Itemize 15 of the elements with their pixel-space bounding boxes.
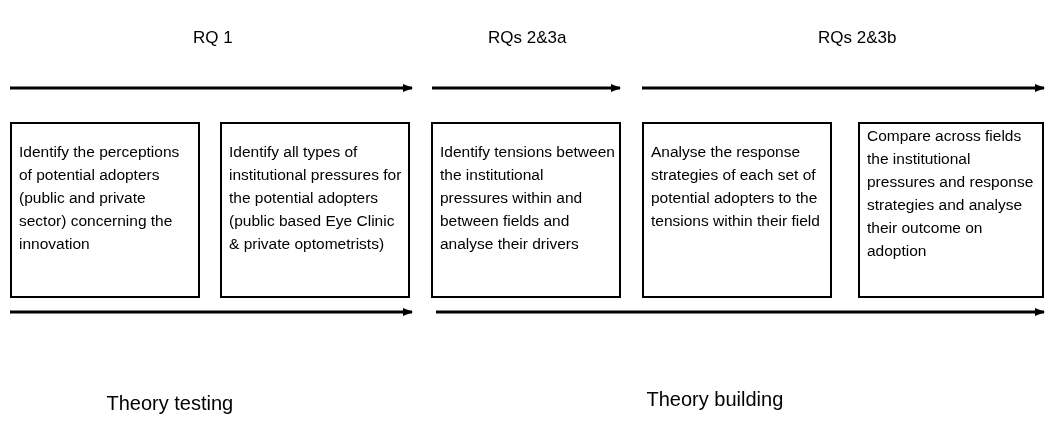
process-box (642, 122, 832, 298)
process-box (220, 122, 410, 298)
research-question-label: RQs 2&3b (818, 28, 897, 48)
phase-label: Theory testing (106, 392, 234, 415)
research-question-label: RQs 2&3a (488, 28, 567, 48)
phase-label: Theory building (646, 388, 784, 411)
box-text: Identify the perceptions of potential adopters (public and private sector) concerning the innovation (19, 142, 181, 254)
box-text: Identify all types of institutional pressures for the potential adopters (public based Eye Clinic & private optometrists) (229, 142, 403, 254)
box-text: Analyse the response strategies of each set of potential adopters to the tensions within their field (651, 142, 821, 231)
research-question-label: RQ 1 (193, 28, 233, 48)
box-text: Compare across fields the institutional pressures and response strategies and analyse their outcome on adoption (867, 126, 1035, 261)
box-text: Identify tensions between the institutional pressures within and between fields and analyse their drivers (440, 142, 615, 254)
process-box (858, 122, 1044, 298)
process-box (431, 122, 621, 298)
process-box (10, 122, 200, 298)
